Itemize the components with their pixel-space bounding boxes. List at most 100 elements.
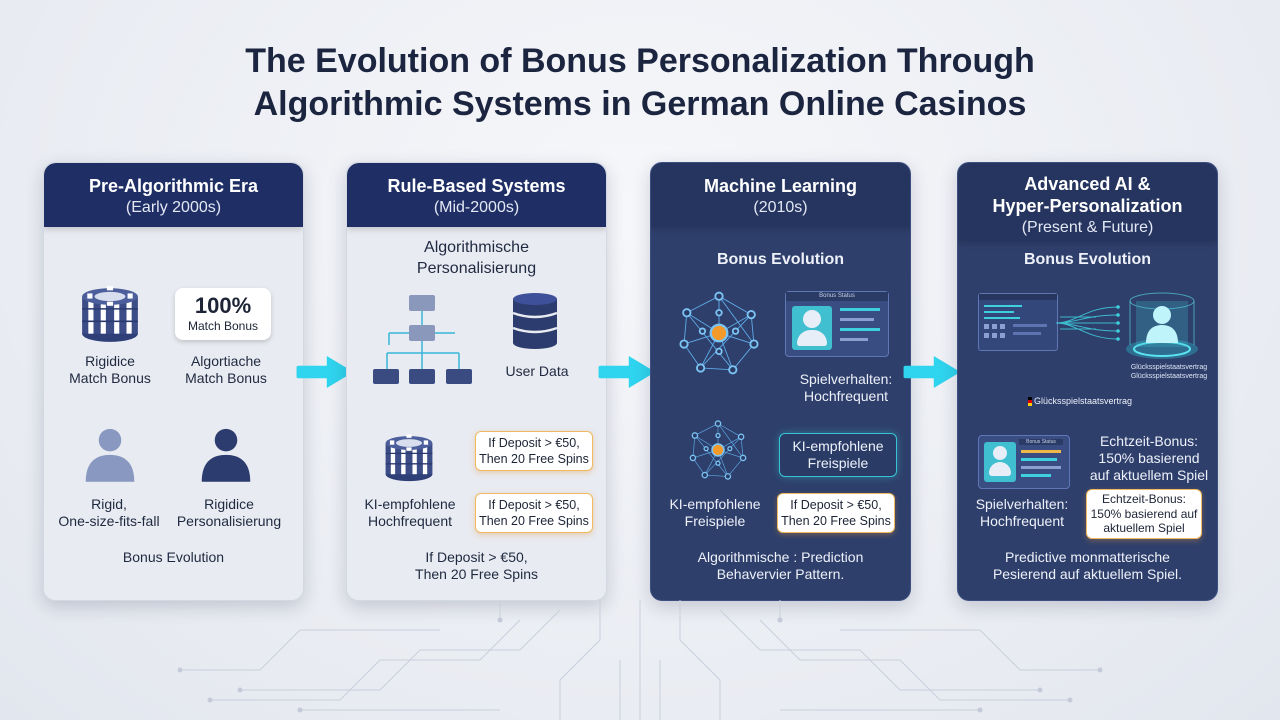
user-icon [84,422,136,486]
database-icon [512,293,558,349]
user-icon [200,422,252,486]
stage-header: Machine Learning (2010s) [651,163,910,227]
profile-label-line-1: Spielverhalten: [799,371,893,387]
flowchart-icon [373,295,472,384]
realtime-line-2: 150% basierend [1098,450,1200,466]
chips-label-line-2: Match Bonus [69,370,151,386]
poker-chips-icon [383,427,435,485]
profile-label-line-2: Hochfrequent [803,388,889,404]
holo-caption-line-1: Glücksspielstaatsvertrag [1130,364,1208,371]
rule-box: If Deposit > €50, Then 20 Free Spins [777,493,895,533]
subtitle-line-2: Personalisierung [416,260,537,277]
stage-footer: Algorithmische : Prediction Behavervier … [651,549,910,583]
realtime-line-3: auf aktuellem Spiel [1089,467,1209,483]
profile-label-line-2: Hochfrequent [979,513,1065,529]
germany-flag-icon [1028,397,1032,406]
stage-period: (Mid-2000s) [433,199,520,216]
footer-line-1: Predictive monmatterische [1005,549,1170,565]
chips-label-line-1: Rigidice [85,353,135,369]
badge-label: Match Bonus [187,319,259,333]
holo-caption-line-2: Glücksspielstaatsvertrag [1130,373,1208,380]
stage-heading: Machine Learning [703,176,858,196]
stage-period: (Present & Future) [1021,219,1154,236]
circuit-board-decoration [177,600,1103,720]
network-label-line-1: KI-empfohlene [669,496,761,512]
match-bonus-badge: 100% Match Bonus [175,288,271,340]
user-label-line-2: One-size-fits-fall [58,513,160,529]
footer-line-1: If Deposit > €50, [425,549,528,565]
user-label-rigid: Rigid, One-size-fits-fall [44,496,174,530]
holo-caption: Glücksspielstaatsvertrag Glücksspielstaa… [1126,363,1212,381]
stage-footer: If Deposit > €50, Then 20 Free Spins [347,549,606,583]
neural-network-icon [673,287,765,379]
rule-line-2: Then 20 Free Spins [479,514,589,528]
chips-label-line-2: Hochfrequent [367,513,453,529]
user-label-personalisierung: Rigidice Personalisierung [164,496,294,530]
stage-card-rule-based: Rule-Based Systems (Mid-2000s) Algorithm… [346,162,607,601]
badge-value: 100% [194,293,252,318]
chips-label: KI-empfohlene Hochfrequent [347,496,473,530]
rule-line-1: If Deposit > €50, [488,498,580,512]
user-label-line-1: Rigid, [91,496,127,512]
stage-card-machine-learning: Machine Learning (2010s) Bonus Evolution… [650,162,911,601]
stage-card-pre-algorithmic: Pre-Algorithmic Era (Early 2000s) 100% M… [43,162,304,601]
stage-heading: Rule-Based Systems [387,176,566,196]
profile-card-icon: Bonus Status [785,291,889,357]
ki-recommendation-box: KI-empfohlene Freispiele [779,433,897,477]
stage-heading: Advanced AI & [1024,174,1151,194]
badge-caption-line-2: Match Bonus [185,370,267,386]
treaty-label: Glücksspielstaatsvertrag [1034,396,1133,406]
rule-line-2: Then 20 Free Spins [479,452,589,466]
stage-heading: Pre-Algorithmic Era [88,176,259,196]
rule-line-2: Then 20 Free Spins [781,514,891,528]
network-label: KI-empfohlene Freispiele [655,496,775,530]
stage-footer: Bonus Evolution [122,549,225,565]
rule-box: If Deposit > €50, Then 20 Free Spins [475,431,593,471]
stage-header: Rule-Based Systems (Mid-2000s) [347,163,606,227]
stage-period: (Early 2000s) [125,199,222,216]
realtime-box-line-3: aktuellem Spiel [1103,521,1185,535]
footer-line-2: Pesierend auf aktuellem Spiel. [992,566,1183,582]
realtime-box-line-2: 150% basierend auf [1090,506,1198,521]
realtime-line-1: Echtzeit-Bonus: [1099,433,1199,449]
profile-card-header: Bonus Status [786,292,888,301]
title-line-2: Algorithmic Systems in German Online Cas… [253,85,1027,123]
realtime-box-line-1: Echtzeit-Bonus: [1101,492,1187,506]
stage-heading-2: Hyper-Personalization [992,196,1183,216]
stage-header: Advanced AI & Hyper-Personalization (Pre… [958,163,1217,241]
poker-chips-icon [79,280,141,344]
badge-caption: Algortiache Match Bonus [166,353,286,387]
stage-footer: Predictive monmatterische Pesierend auf … [958,549,1217,583]
realtime-bonus-box: Echtzeit-Bonus: 150% basierend auf aktue… [1086,489,1202,539]
title-line-1: The Evolution of Bonus Personalization T… [245,42,1035,80]
data-stream-icon [1056,305,1120,341]
footer-line-1: Algorithmische : Prediction [697,549,864,565]
profile-label-line-1: Spielverhalten: [975,496,1069,512]
arrow-right-icon [598,356,656,388]
stage-subtitle: Algorithmische Personalisierung [347,237,606,279]
subtitle-line-1: Algorithmische [424,239,529,256]
page-title: The Evolution of Bonus Personalization T… [0,40,1280,126]
rule-box: If Deposit > €50, Then 20 Free Spins [475,493,593,533]
rule-line-1: If Deposit > €50, [790,498,882,512]
arrow-right-icon [903,356,961,388]
hologram-icon [1126,292,1198,359]
ki-box-line-1: KI-empfohlene [792,438,884,454]
profile-card-icon: Bonus Status [978,435,1070,489]
stage-card-advanced-ai: Advanced AI & Hyper-Personalization (Pre… [957,162,1218,601]
user-label-line-2: Personalisierung [176,513,282,529]
chips-label: Rigidice Match Bonus [50,353,170,387]
user-label-line-1: Rigidice [204,496,254,512]
footer-line-2: Behavervier Pattern. [716,566,845,582]
profile-label: Spielverhalten: Hochfrequent [960,496,1084,530]
network-label-line-2: Freispiele [684,513,746,529]
neural-network-icon [685,417,751,483]
footer-line-2: Then 20 Free Spins [415,566,538,582]
profile-label: Spielverhalten: Hochfrequent [781,371,910,405]
stage-header: Pre-Algorithmic Era (Early 2000s) [44,163,303,227]
rule-line-1: If Deposit > €50, [488,436,580,450]
user-data-label: User Data [505,363,569,379]
ki-box-line-2: Freispiele [807,455,869,471]
stage-subtitle: Bonus Evolution [1023,251,1152,268]
stage-period: (2010s) [753,199,808,216]
